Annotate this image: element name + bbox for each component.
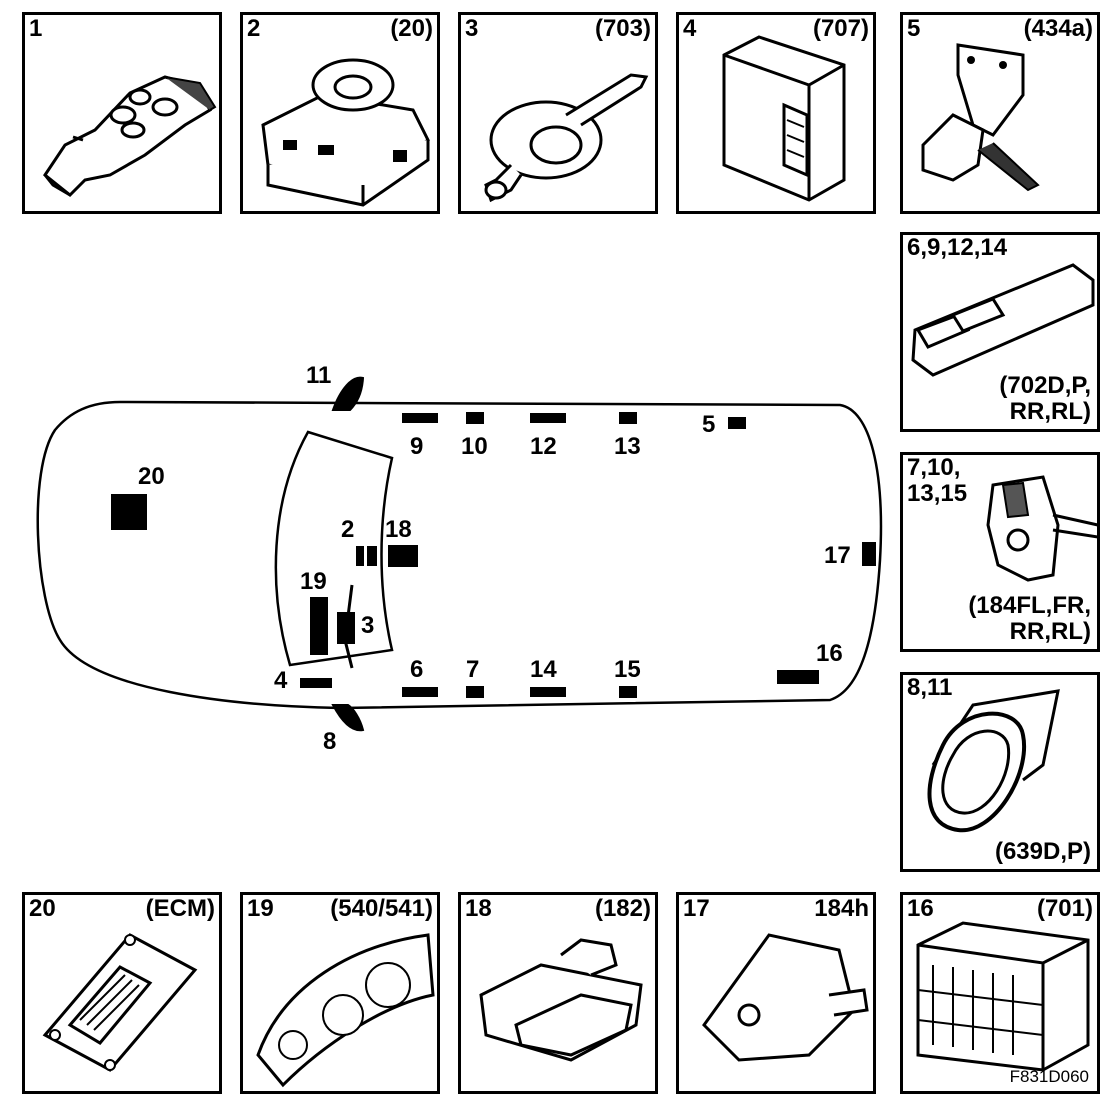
- label-11: 11: [306, 362, 331, 389]
- steering-switch-icon: [484, 73, 649, 203]
- panel-code: (707): [812, 15, 869, 42]
- label-14: 14: [530, 656, 557, 683]
- panel-number: 17: [683, 895, 710, 922]
- block-2b: [367, 546, 377, 566]
- panel-number: 6,9,12,14: [907, 234, 1008, 261]
- panel-code: (702D,P, RR,RL): [999, 372, 1091, 425]
- label-12: 12: [530, 433, 557, 460]
- label-7: 7: [466, 656, 479, 683]
- label-3: 3: [361, 612, 374, 639]
- panel-number: 8,11: [907, 674, 953, 701]
- block-16: [777, 670, 819, 684]
- label-4: 4: [274, 667, 288, 694]
- block-9: [402, 413, 438, 423]
- panel-19-instrument-cluster: 19 (540/541): [240, 892, 440, 1094]
- label-9: 9: [410, 433, 423, 460]
- panel-2-ignition-switch: 2 (20): [240, 12, 440, 214]
- panel-mirror: 8,11 (639D,P): [900, 672, 1100, 872]
- figure-reference: F831D060: [1009, 1067, 1089, 1086]
- panel-number: 3: [465, 15, 479, 42]
- panel-code: (ECM): [145, 895, 215, 922]
- panel-number: 1: [29, 15, 43, 42]
- label-18: 18: [385, 516, 412, 543]
- panel-5-lock-actuator: 5 (434a): [900, 12, 1100, 214]
- block-18: [388, 545, 418, 567]
- panel-4-control-module: 4 (707): [676, 12, 876, 214]
- label-6: 6: [410, 656, 423, 683]
- block-13: [619, 412, 637, 424]
- panel-code: (639D,P): [994, 838, 1091, 865]
- block-14: [530, 687, 566, 697]
- panel-20-ecm: 20 (ECM): [22, 892, 222, 1094]
- block-6: [402, 687, 438, 697]
- panel-code: (540/541): [330, 895, 433, 922]
- panel-16-fuse-box: 16 (701) F831D060: [900, 892, 1100, 1094]
- panel-17-trunk-lock: 17 184h: [676, 892, 876, 1094]
- panel-code: (703): [594, 15, 651, 42]
- panel-code: (182): [594, 895, 651, 922]
- mirror-right: [331, 704, 365, 732]
- windshield-outline: [274, 430, 394, 667]
- car-body-outline: [36, 400, 883, 710]
- panel-number: 18: [465, 895, 492, 922]
- block-3: [337, 612, 355, 644]
- panel-number: 5: [907, 15, 921, 42]
- mirror-icon: [927, 689, 1060, 833]
- block-2: [356, 546, 364, 566]
- panel-number: 16: [907, 895, 934, 922]
- trunk-lock-icon: [702, 933, 869, 1062]
- door-lock-icon: [986, 475, 1097, 582]
- label-20: 20: [138, 463, 165, 490]
- panel-code: (701): [1036, 895, 1093, 922]
- block-5: [728, 417, 746, 429]
- label-17: 17: [824, 542, 851, 569]
- panel-code: (20): [390, 15, 433, 42]
- label-19: 19: [300, 568, 327, 595]
- instrument-cluster-icon: [256, 933, 435, 1088]
- ecm-icon: [42, 933, 198, 1072]
- label-15: 15: [614, 656, 641, 683]
- block-15: [619, 686, 637, 698]
- block-12: [530, 413, 566, 423]
- steering-column-line: [343, 584, 354, 669]
- panel-number: 4: [683, 15, 697, 42]
- panel-code: (184FL,FR, RR,RL): [968, 592, 1091, 645]
- block-17: [862, 542, 876, 566]
- label-16: 16: [816, 640, 843, 667]
- fuse-box-icon: [916, 921, 1090, 1072]
- label-13: 13: [614, 433, 641, 460]
- panel-1-remote-key: 1: [22, 12, 222, 214]
- block-10: [466, 412, 484, 424]
- panel-number: 20: [29, 895, 56, 922]
- panel-3-steering-switch: 3 (703): [458, 12, 658, 214]
- block-4: [300, 678, 332, 688]
- panel-number: 19: [247, 895, 274, 922]
- mirror-left: [331, 376, 365, 411]
- panel-code: (434a): [1023, 15, 1093, 42]
- block-20: [111, 494, 147, 530]
- panel-18-receiver: 18 (182): [458, 892, 658, 1094]
- remote-key-icon: [42, 75, 217, 198]
- window-switch-icon: [911, 263, 1095, 377]
- control-module-icon: [722, 35, 846, 202]
- block-19: [310, 597, 328, 655]
- receiver-icon: [479, 938, 643, 1062]
- panel-door-lock: 7,10, 13,15 (184FL,FR, RR,RL): [900, 452, 1100, 652]
- ignition-switch-icon: [261, 58, 430, 207]
- panel-number: 2: [247, 15, 261, 42]
- panel-code: 184h: [814, 895, 869, 922]
- panel-window-switch: 6,9,12,14 (702D,P, RR,RL): [900, 232, 1100, 432]
- lock-actuator-icon: [921, 43, 1040, 192]
- label-8: 8: [323, 728, 336, 755]
- block-7: [466, 686, 484, 698]
- label-2: 2: [341, 516, 354, 543]
- label-5: 5: [702, 411, 715, 438]
- label-10: 10: [461, 433, 488, 460]
- panel-number: 7,10, 13,15: [907, 454, 968, 507]
